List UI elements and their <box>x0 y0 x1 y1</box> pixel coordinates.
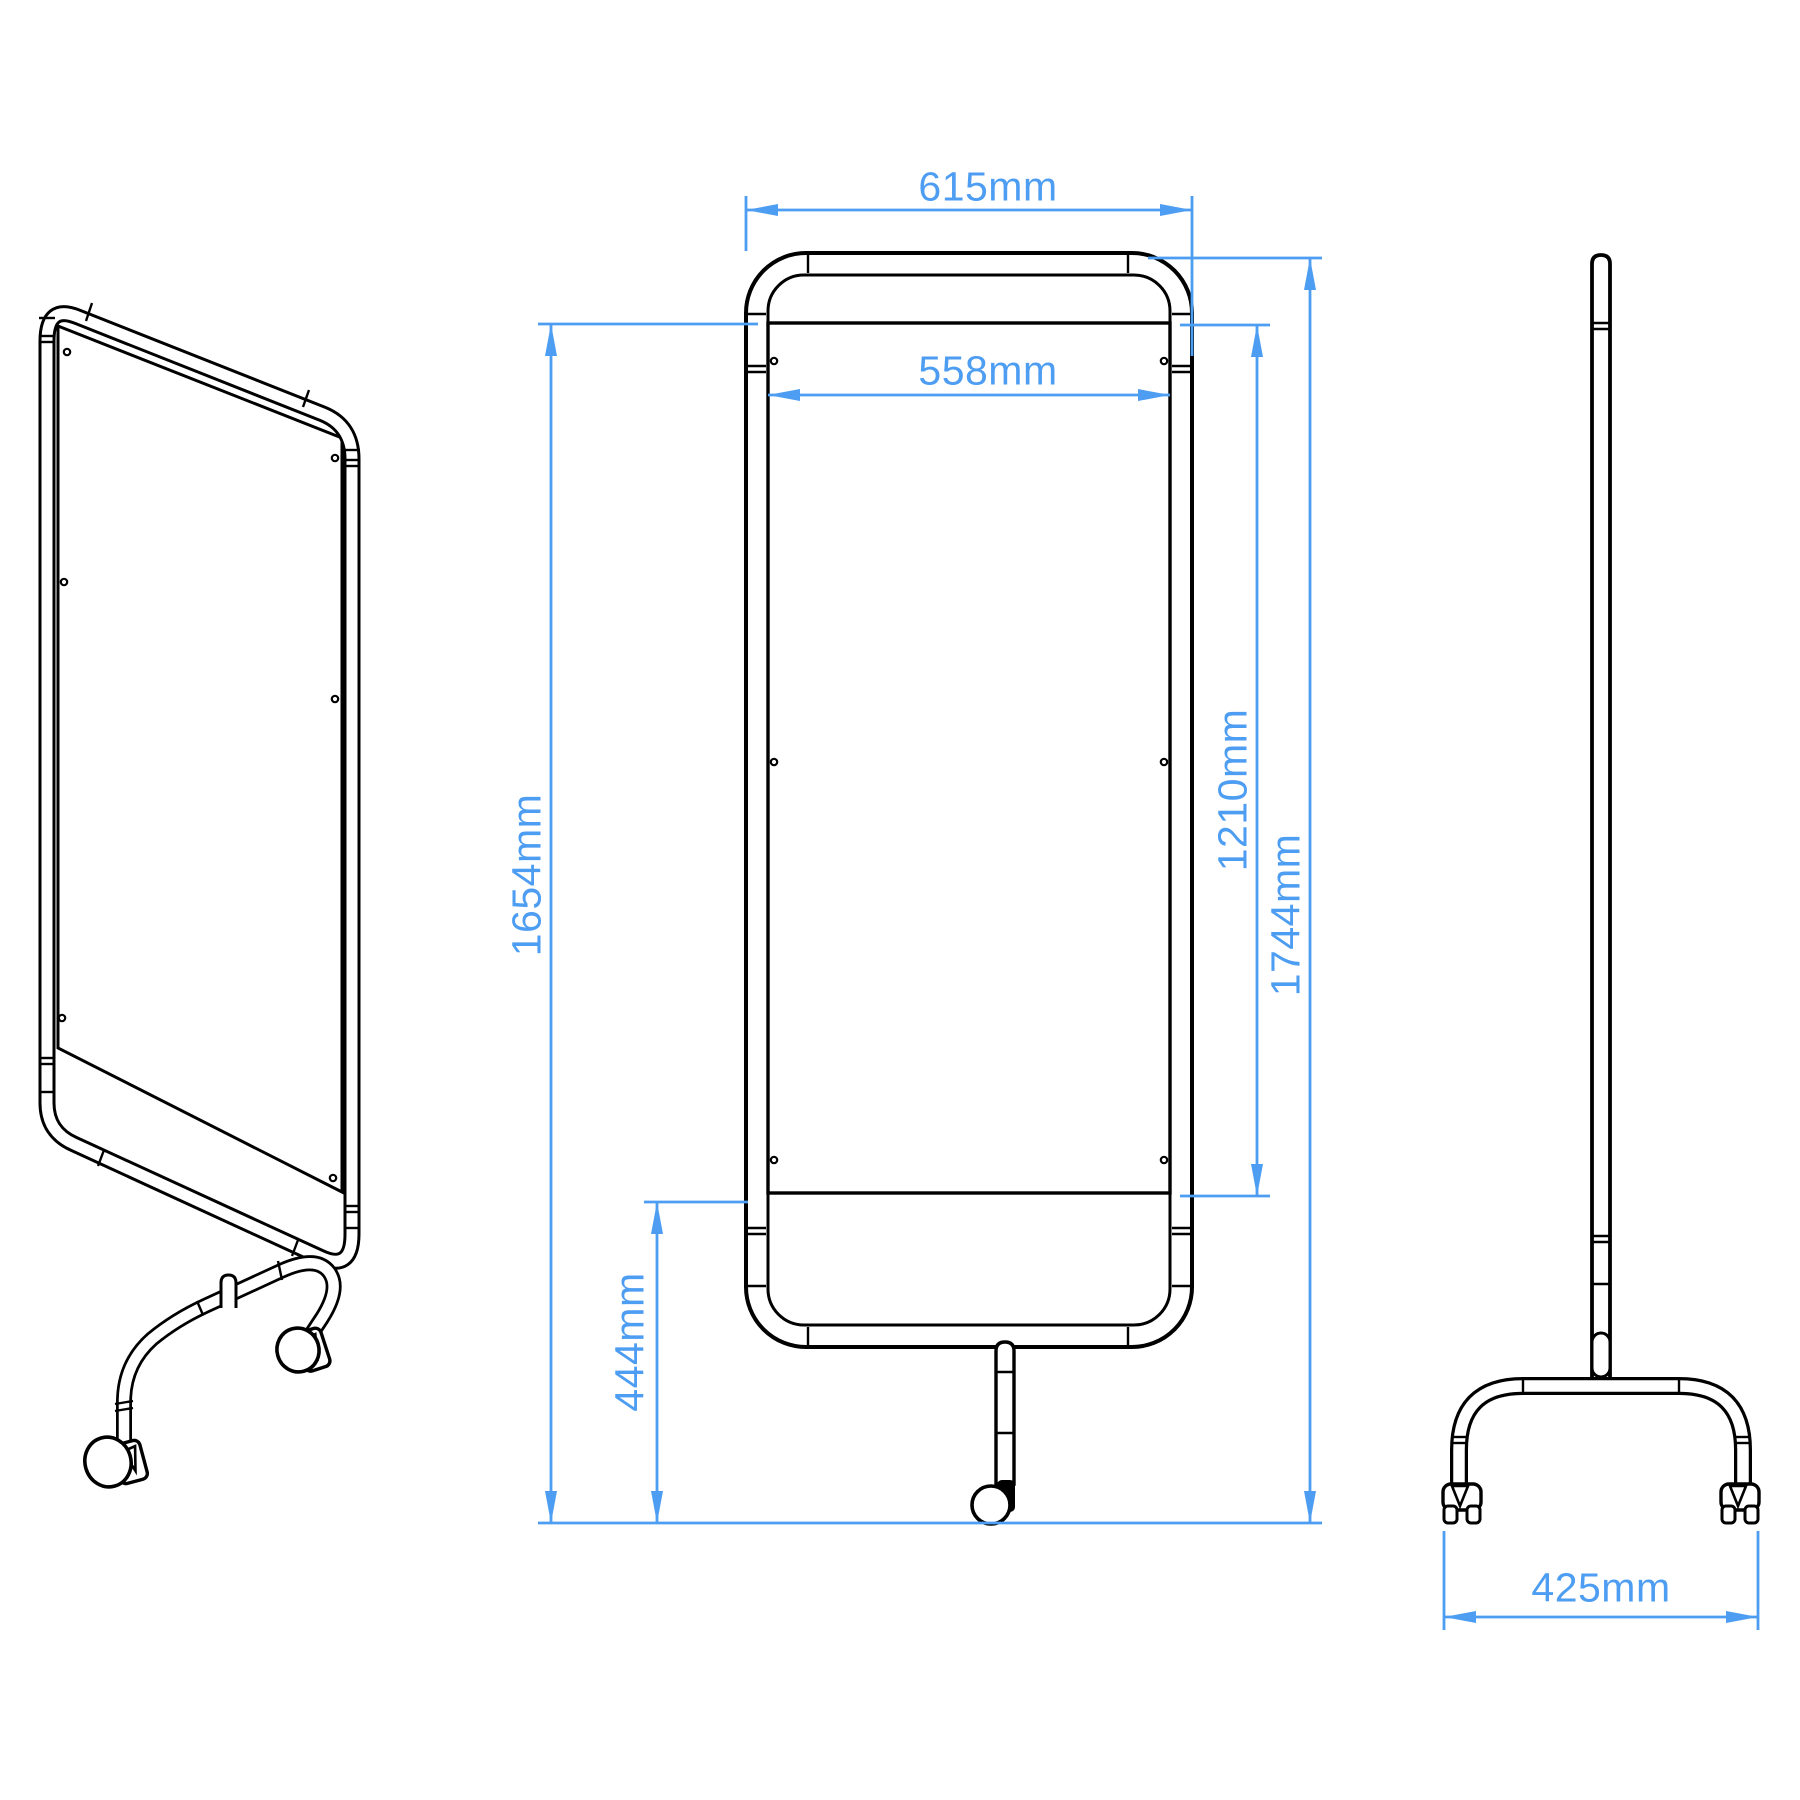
iso-screw-holes <box>57 347 340 1183</box>
front-stem-joints <box>996 1370 1014 1435</box>
front-tube-joints <box>748 255 1190 1345</box>
front-screw-holes <box>769 356 1169 1165</box>
iso-caster-stem <box>219 1273 238 1308</box>
iso-leg-joints <box>114 1260 284 1413</box>
side-right-caster <box>1719 1482 1761 1525</box>
side-legs-inner <box>1453 1380 1749 1486</box>
dimension-panel-height <box>1180 323 1270 1198</box>
iso-rear-caster <box>275 1326 332 1374</box>
dimension-panel-width <box>768 389 1170 401</box>
dimension-label-overall-height: 1744mm <box>1262 833 1309 997</box>
side-leg-joints <box>1451 1379 1751 1445</box>
iso-tube-joints <box>39 302 360 1257</box>
dimensions <box>538 196 1760 1630</box>
iso-leg-inner <box>118 1258 339 1452</box>
front-caster-stem <box>994 1340 1016 1486</box>
iso-front-caster <box>83 1435 150 1489</box>
side-pole-coupler <box>1590 1331 1612 1379</box>
dimension-base-height <box>644 1200 748 1523</box>
front-panel <box>766 321 1172 1195</box>
side-left-caster <box>1441 1482 1483 1525</box>
dimension-label-base-depth: 425mm <box>1531 1564 1671 1611</box>
dimension-label-overall-width: 615mm <box>918 163 1058 210</box>
dimension-frame-height <box>538 322 758 1523</box>
front-caster-wheel <box>970 1484 1012 1526</box>
front-view <box>744 251 1194 1526</box>
dimension-label-frame-height: 1654mm <box>503 793 550 957</box>
side-pole <box>1590 253 1612 1380</box>
isometric-view <box>38 302 361 1489</box>
dimension-label-panel-height: 1210mm <box>1209 708 1256 872</box>
iso-frame-inner <box>41 308 358 1267</box>
dimension-base-depth <box>1442 1531 1760 1630</box>
dimension-overall-height <box>1148 256 1322 1523</box>
iso-rear-caster-wheel <box>275 1326 321 1374</box>
dimension-label-panel-width: 558mm <box>918 347 1058 394</box>
side-legs-outline <box>1450 1377 1752 1486</box>
iso-front-caster-wheel <box>83 1435 133 1489</box>
dimension-overall-width <box>744 196 1194 356</box>
iso-panel <box>56 323 344 1195</box>
side-view <box>1441 253 1761 1525</box>
side-pole-joints <box>1592 321 1610 1286</box>
dimension-label-base-height: 444mm <box>606 1272 653 1412</box>
